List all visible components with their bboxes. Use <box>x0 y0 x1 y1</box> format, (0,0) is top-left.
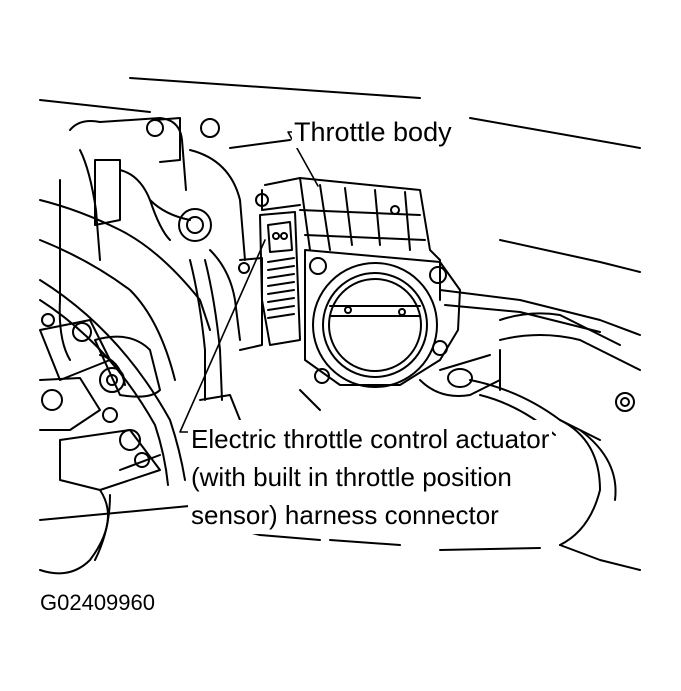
actuator-label-line-3: sensor) harness connector <box>191 500 499 530</box>
actuator-leader <box>179 239 266 433</box>
throttle-body-housing <box>255 177 461 388</box>
throttle-body-label: Throttle body <box>292 116 454 149</box>
right-side-pipes <box>419 289 641 546</box>
lower-left-brackets <box>39 313 161 575</box>
actuator-connector-label: Electric throttle control actuator (with… <box>188 420 553 534</box>
actuator-label-line-1: Electric throttle control actuator <box>191 424 550 454</box>
intake-manifold <box>39 117 246 381</box>
figure-id: G02409960 <box>40 590 155 615</box>
hood-lines <box>39 77 641 521</box>
harness-connector <box>238 211 301 351</box>
actuator-label-line-2: (with built in throttle position <box>191 462 512 492</box>
